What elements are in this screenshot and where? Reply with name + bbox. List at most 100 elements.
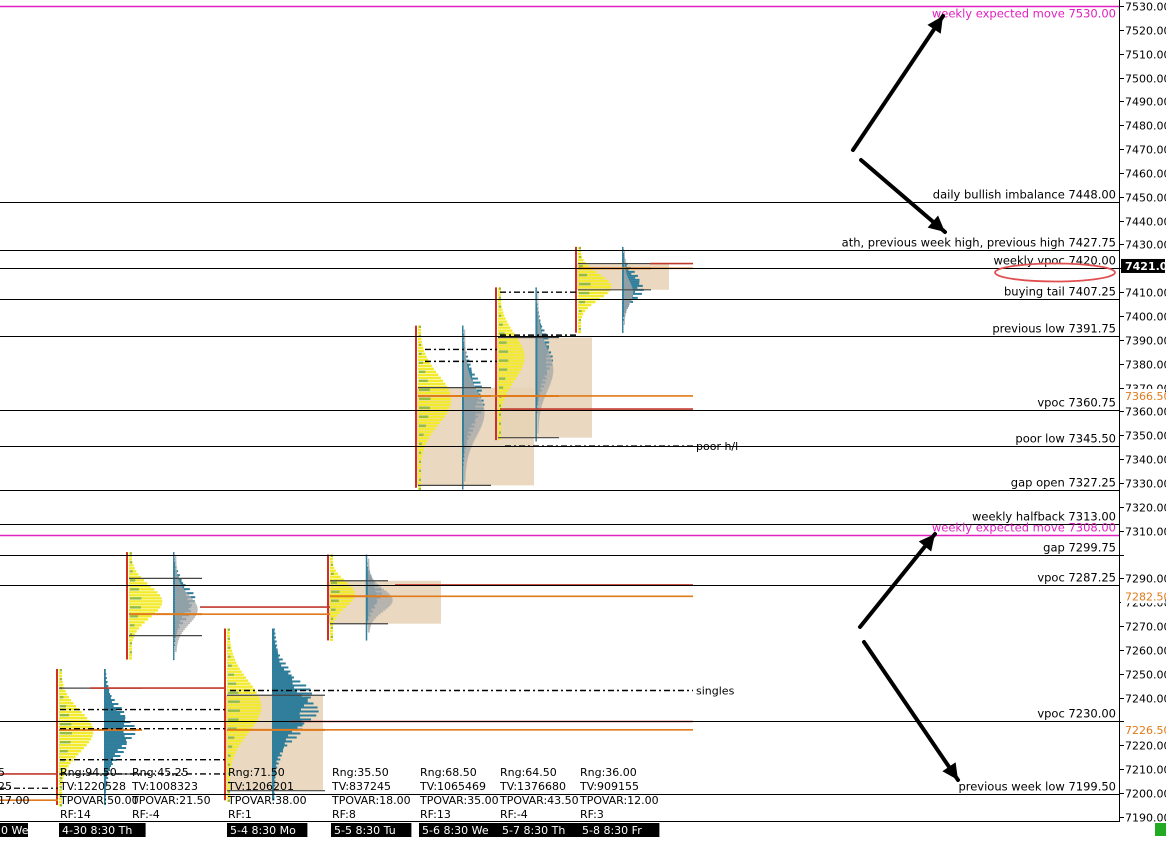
tpo-row: [59, 684, 64, 687]
price-tick-label: 7500.00: [1125, 73, 1166, 86]
volume-row: [365, 572, 370, 575]
tpo-row: [129, 582, 148, 585]
ghost-volume-row: [464, 471, 466, 474]
volume-row: [173, 572, 177, 575]
tpo-row: [418, 481, 421, 484]
ghost-volume-row: [464, 351, 466, 354]
volume-row: [462, 325, 464, 328]
volume-row: [365, 556, 368, 559]
volume-row: [462, 477, 464, 480]
tpo-row: [418, 454, 423, 457]
tpo-row: [227, 745, 239, 748]
volume-row: [104, 751, 124, 754]
volume-row: [272, 734, 289, 737]
ghost-volume-row: [537, 429, 539, 432]
volume-row: [535, 431, 537, 434]
session-stat: Rng:68.50: [420, 766, 477, 779]
volume-row: [462, 349, 465, 352]
tpo-row: [330, 581, 348, 584]
ghost-volume-row: [367, 620, 373, 623]
tpo-marker: [228, 763, 230, 766]
ghost-volume-row: [537, 417, 540, 420]
level-label: daily bullish imbalance 7448.00: [933, 188, 1116, 202]
corner-indicator[interactable]: [1155, 823, 1166, 836]
tpo-marker: [130, 588, 139, 591]
tpo-row: [227, 727, 252, 730]
volume-row: [272, 690, 297, 693]
tpo-row: [59, 756, 76, 759]
ghost-volume-row: [537, 315, 539, 318]
volume-row: [535, 301, 537, 304]
ghost-volume-row: [464, 403, 484, 406]
date-label: 4-30 8:30 Th: [62, 824, 132, 837]
volume-row: [622, 260, 626, 263]
price-tick-label: 7220.00: [1125, 740, 1166, 753]
volume-row: [272, 706, 318, 709]
ghost-volume-row: [367, 592, 389, 595]
ghost-volume-row: [537, 311, 539, 314]
tpo-row: [129, 570, 137, 573]
ghost-volume-row: [537, 327, 541, 330]
ghost-volume-row: [367, 586, 382, 589]
ghost-volume-row: [175, 588, 185, 591]
partial-session-stat: 17.00: [0, 794, 30, 807]
tpo-row: [330, 566, 335, 569]
tpo-marker: [130, 606, 141, 609]
tpo-marker: [419, 478, 421, 481]
ghost-volume-row: [537, 345, 547, 348]
price-tick-label: 7310.00: [1125, 526, 1166, 539]
volume-row: [104, 771, 109, 774]
ghost-volume-row: [175, 616, 195, 619]
tpo-row: [227, 679, 249, 682]
tpo-row: [59, 792, 62, 795]
ghost-volume-row: [464, 385, 475, 388]
price-tick-label: 7260.00: [1125, 645, 1166, 658]
ghost-volume-row: [175, 628, 185, 631]
ghost-volume-row: [464, 367, 468, 370]
ghost-volume-row: [537, 357, 552, 360]
tpo-row: [418, 337, 422, 340]
ghost-volume-row: [464, 443, 473, 446]
tpo-marker: [228, 781, 230, 784]
tpo-row: [129, 609, 159, 612]
tpo-row: [59, 723, 92, 726]
level-label: poor low 7345.50: [1015, 432, 1116, 446]
tpo-row: [129, 606, 161, 609]
ghost-volume-row: [367, 582, 377, 585]
volume-row: [104, 755, 121, 758]
volume-row: [462, 471, 464, 474]
tpo-row: [59, 711, 82, 714]
tpo-row: [227, 718, 258, 721]
tpo-row: [418, 466, 421, 469]
tpo-marker: [419, 433, 424, 436]
volume-row: [104, 791, 106, 794]
tpo-row: [330, 575, 341, 578]
volume-row: [104, 711, 125, 714]
volume-row: [104, 715, 126, 718]
ghost-volume-row: [175, 586, 183, 589]
tpo-row: [227, 724, 254, 727]
tpo-row: [418, 415, 445, 418]
volume-row: [272, 698, 308, 701]
tpo-row: [498, 293, 501, 296]
ghost-volume-row: [367, 604, 391, 607]
price-tick-label: 7470.00: [1125, 144, 1166, 157]
price-tick-label: 7240.00: [1125, 693, 1166, 706]
ghost-volume-row: [464, 391, 478, 394]
ghost-volume-row: [537, 411, 541, 414]
volume-row: [622, 320, 624, 323]
ghost-volume-row: [624, 314, 626, 317]
ghost-volume-row: [464, 347, 466, 350]
volume-row: [104, 757, 114, 760]
ghost-volume-row: [367, 564, 370, 567]
ghost-volume-row: [537, 299, 539, 302]
current-price-label: 7421.00: [1125, 260, 1166, 273]
volume-row: [272, 636, 276, 639]
tpo-row: [330, 611, 340, 614]
price-axis[interactable]: 7190.007200.007210.007220.007240.007250.…: [1119, 0, 1166, 825]
volume-row: [535, 429, 537, 432]
ghost-volume-row: [367, 576, 373, 579]
tpo-row: [498, 350, 524, 353]
